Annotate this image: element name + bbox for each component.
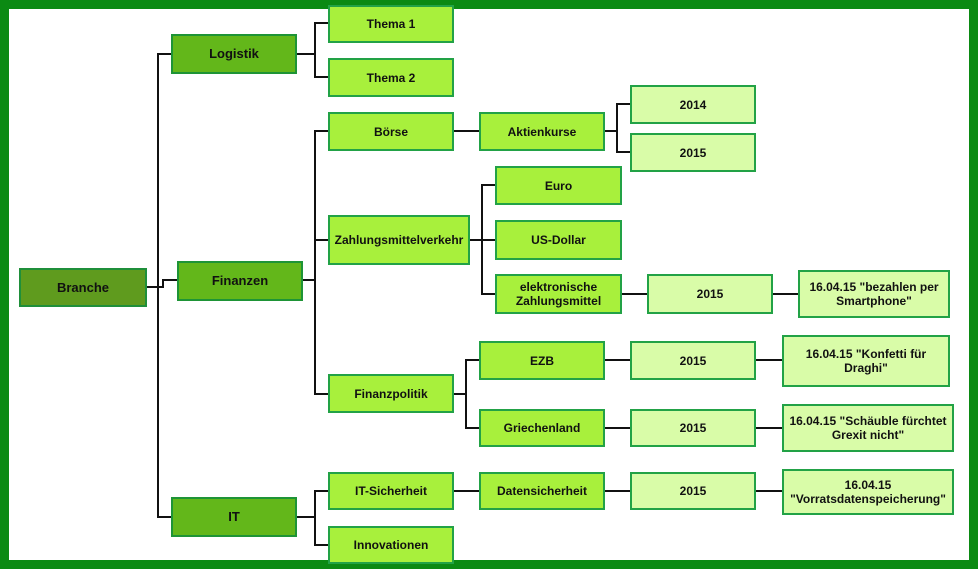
node-boerse: Börse xyxy=(328,112,454,151)
connector-logistik-thema2 xyxy=(314,54,328,78)
connector-aktienkurse-2015 xyxy=(616,131,630,153)
node-elektronische-zahlungsmittel: elektronische Zahlungsmittel xyxy=(495,274,622,314)
node-2015-griechenland: 2015 xyxy=(630,409,756,447)
connector-logistik xyxy=(297,22,328,55)
node-ezb: EZB xyxy=(479,341,605,380)
connector-fp-gr xyxy=(465,394,479,429)
note-vorratsdatenspeicherung: 16.04.15 "Vorratsdatenspeicherung" xyxy=(782,469,954,515)
node-it-sicherheit: IT-Sicherheit xyxy=(328,472,454,510)
connector-zmv-ez xyxy=(481,240,495,295)
node-aktienkurse: Aktienkurse xyxy=(479,112,605,151)
node-logistik: Logistik xyxy=(171,34,297,74)
node-datensicherheit: Datensicherheit xyxy=(479,472,605,510)
connector-branche-it xyxy=(157,287,171,518)
node-euro: Euro xyxy=(495,166,622,205)
connector-finanzen-fp xyxy=(314,280,328,395)
node-it: IT xyxy=(171,497,297,537)
node-2015-aktienkurse: 2015 xyxy=(630,133,756,172)
connector-finanzen xyxy=(303,130,328,281)
connector-branche xyxy=(147,53,171,288)
node-branche: Branche xyxy=(19,268,147,307)
note-draghi: 16.04.15 "Konfetti für Draghi" xyxy=(782,335,950,387)
note-grexit: 16.04.15 "Schäuble fürchtet Grexit nicht… xyxy=(782,404,954,452)
node-2014: 2014 xyxy=(630,85,756,124)
connector-aktienkurse xyxy=(605,103,630,132)
connector-zmv xyxy=(470,184,495,241)
node-2015-ezb: 2015 xyxy=(630,341,756,380)
node-finanzpolitik: Finanzpolitik xyxy=(328,374,454,413)
node-finanzen: Finanzen xyxy=(177,261,303,301)
node-us-dollar: US-Dollar xyxy=(495,220,622,260)
node-2015-elektronisch: 2015 xyxy=(647,274,773,314)
connector-fp xyxy=(454,359,479,395)
node-2015-datensicherheit: 2015 xyxy=(630,472,756,510)
connector-it xyxy=(297,490,328,518)
node-thema2: Thema 2 xyxy=(328,58,454,97)
node-thema1: Thema 1 xyxy=(328,5,454,43)
connector-branche-finanzen xyxy=(158,279,177,288)
note-smartphone: 16.04.15 "bezahlen per Smartphone" xyxy=(798,270,950,318)
node-innovationen: Innovationen xyxy=(328,526,454,564)
node-zahlungsmittelverkehr: Zahlungsmittelverkehr xyxy=(328,215,470,265)
connector-it-innov xyxy=(314,517,328,546)
node-griechenland: Griechenland xyxy=(479,409,605,447)
